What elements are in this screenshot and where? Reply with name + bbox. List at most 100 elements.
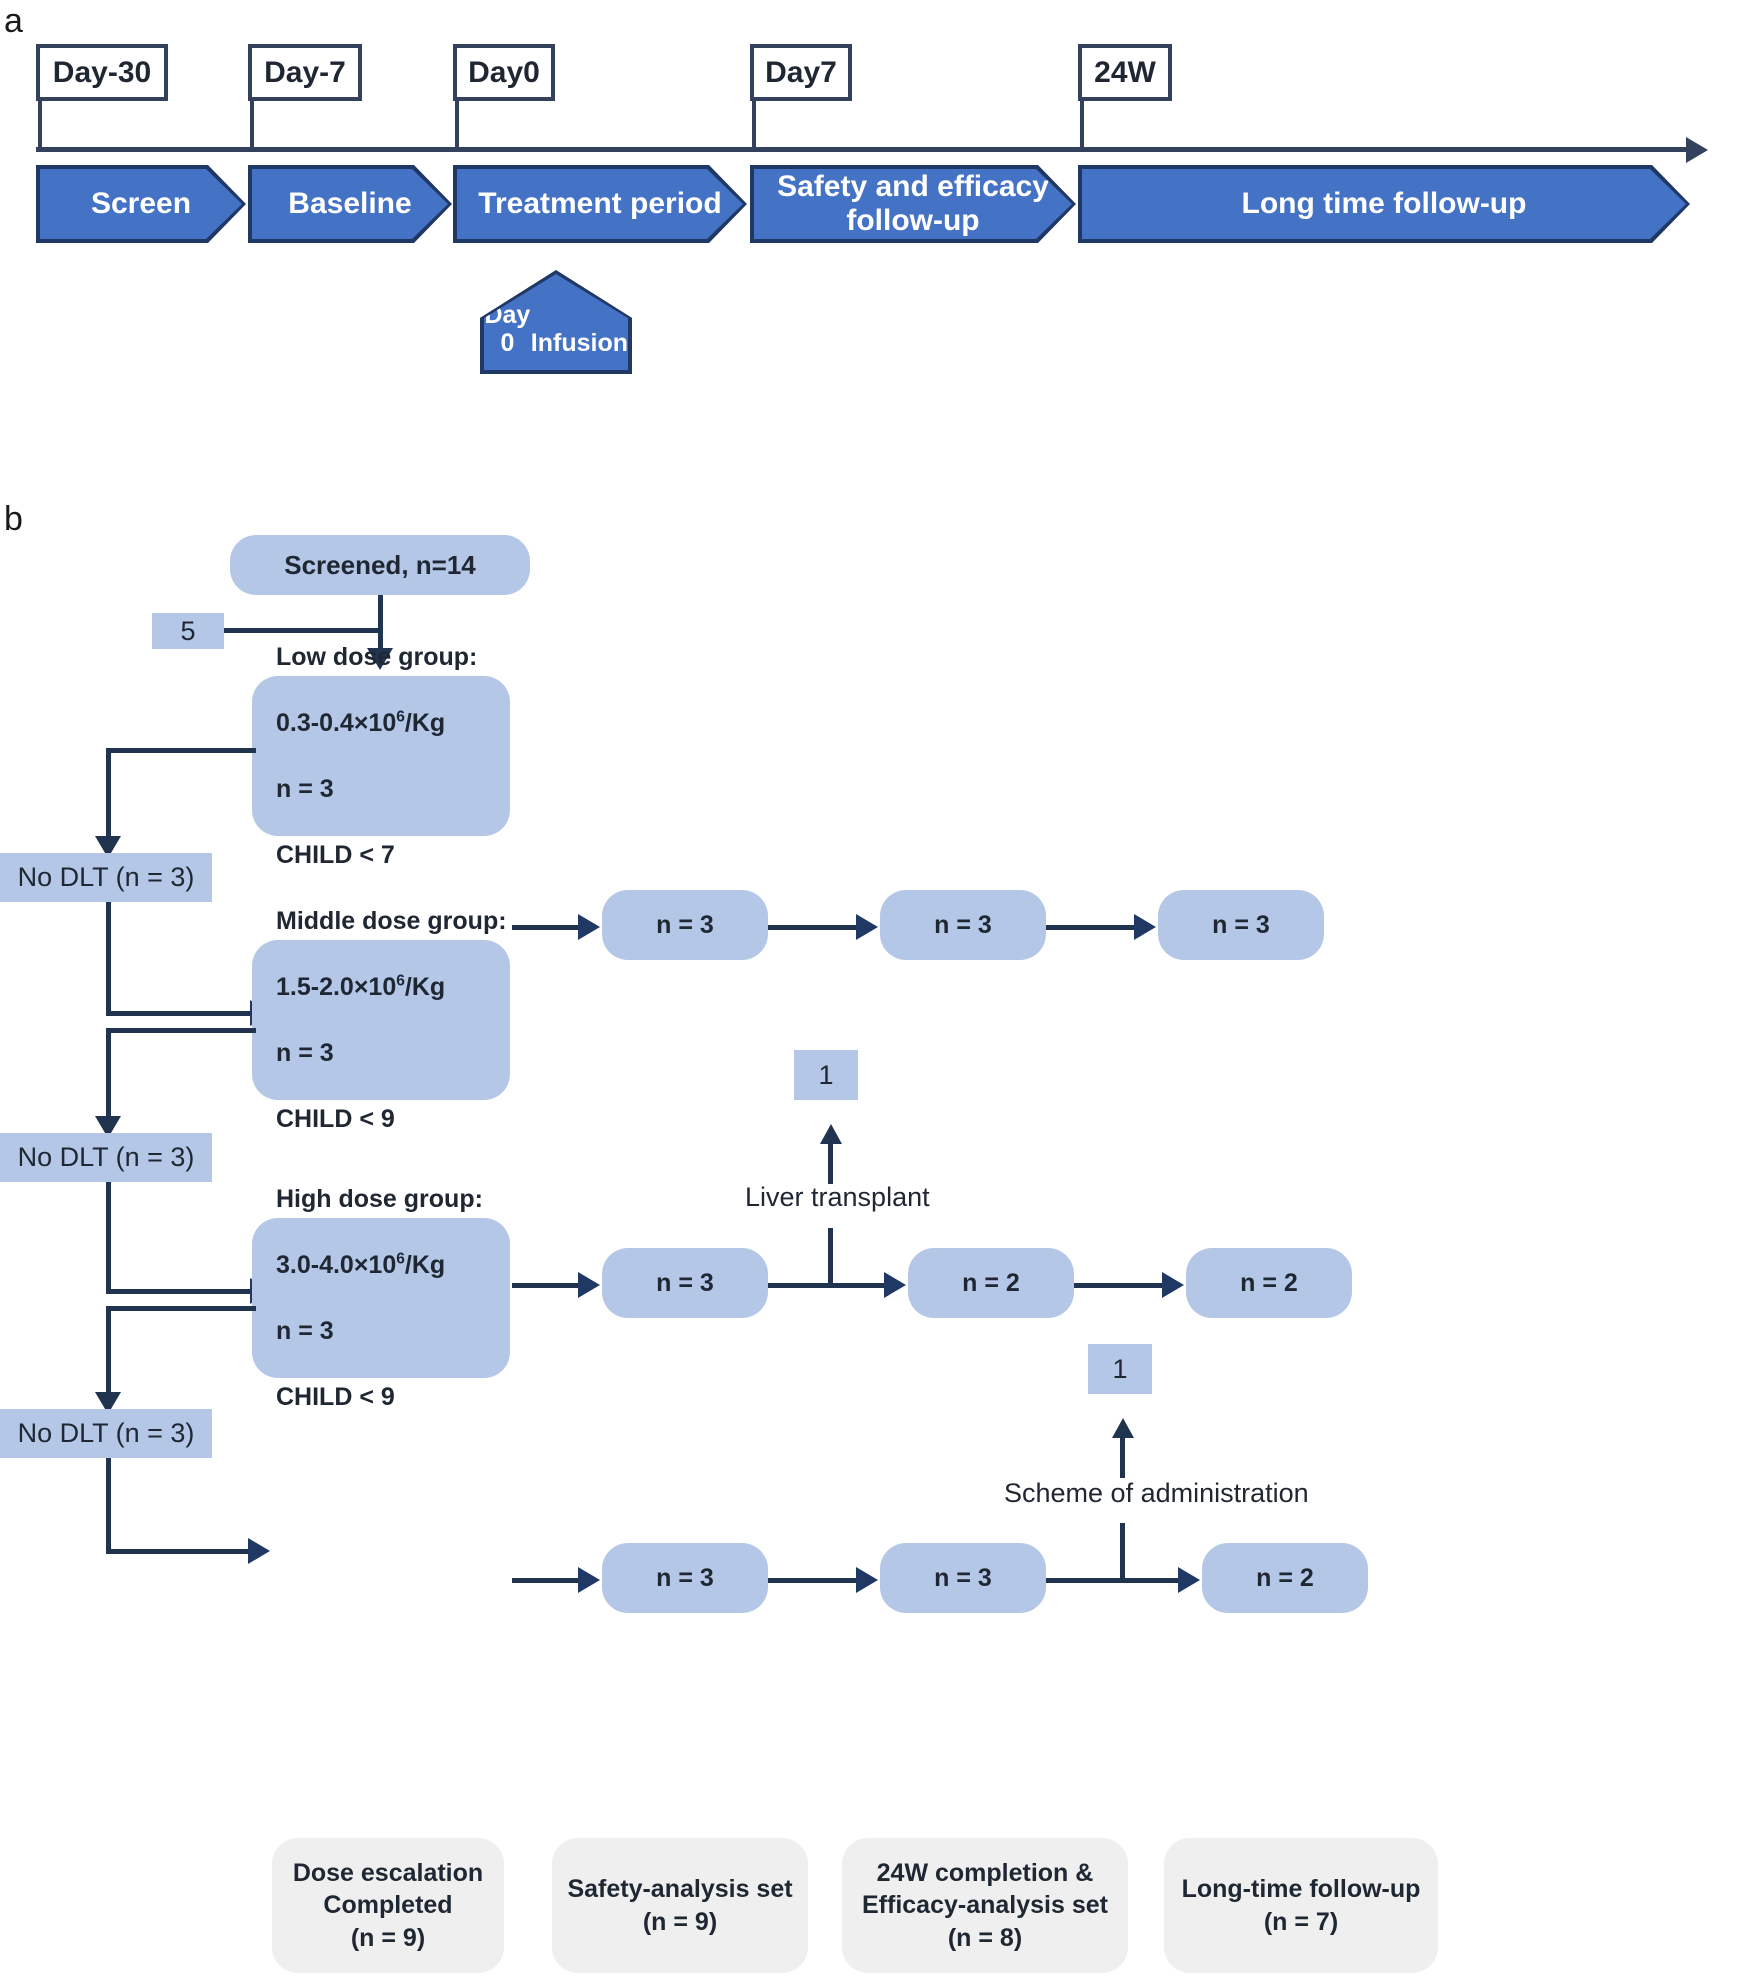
connector-high-f0-f1 xyxy=(768,1578,860,1583)
arrow-mid-f1-icon xyxy=(884,1272,906,1298)
node-outcome-dose-escalation[interactable]: Dose escalation Completed (n = 9) xyxy=(272,1838,504,1973)
day0-infusion-text: Day 0 xyxy=(484,300,531,358)
node-outcome-safety-set[interactable]: Safety-analysis set (n = 9) xyxy=(552,1838,808,1973)
node-high-followup-2[interactable]: n = 2 xyxy=(1202,1543,1368,1613)
node-liver-transplant-count[interactable]: 1 xyxy=(794,1050,858,1100)
connector-mid-left-elbow-v xyxy=(106,1028,111,1134)
connector-low-to-f0 xyxy=(512,925,580,930)
milestone-flag-1: Day-7 xyxy=(248,44,362,101)
connector-mid-left-elbow-h xyxy=(106,1028,256,1033)
group-high-dose: 3.0-4.0×106/Kg xyxy=(276,1250,446,1279)
node-outcome-long-time-followup[interactable]: Long-time follow-up (n = 7) xyxy=(1164,1838,1438,1973)
phase-chevron-longterm: Long time follow-up xyxy=(1078,165,1690,243)
node-middle-followup-0[interactable]: n = 3 xyxy=(602,1248,768,1318)
phase-label-safety: Safety and efficacy follow-up xyxy=(754,169,1072,239)
node-group-middle[interactable]: Middle dose group: 1.5-2.0×106/Kg n = 3 … xyxy=(252,907,510,1133)
node-low-followup-2[interactable]: n = 3 xyxy=(1158,890,1324,960)
group-middle-title: Middle dose group: xyxy=(276,906,507,935)
connector-high-left-elbow-h xyxy=(106,1306,256,1311)
outcome-label-1: Safety-analysis set (n = 9) xyxy=(567,1875,793,1936)
connector-nodlt1-down xyxy=(106,902,111,1016)
arrow-scheme-admin-icon xyxy=(1112,1418,1134,1438)
node-low-followup-1[interactable]: n = 3 xyxy=(880,890,1046,960)
milestone-stem-3 xyxy=(752,99,756,152)
arrow-high-f1-icon xyxy=(856,1567,878,1593)
timeline-axis-arrow-icon xyxy=(1686,137,1708,163)
node-group-low[interactable]: Low dose group: 0.3-0.4×106/Kg n = 3 CHI… xyxy=(252,643,510,869)
panel-label-a: a xyxy=(4,2,23,40)
group-middle-dose: 1.5-2.0×106/Kg xyxy=(276,972,446,1001)
arrow-high-f2-icon xyxy=(1178,1567,1200,1593)
node-middle-followup-1[interactable]: n = 2 xyxy=(908,1248,1074,1318)
arrow-mid-f0-icon xyxy=(578,1272,600,1298)
group-low-n: n = 3 xyxy=(276,774,334,803)
milestone-stem-2 xyxy=(455,99,459,152)
arrow-outcome-icon xyxy=(248,1538,270,1564)
phase-label-longterm: Long time follow-up xyxy=(1082,169,1686,239)
group-middle-n: n = 3 xyxy=(276,1038,334,1067)
connector-excluded xyxy=(200,628,381,633)
day0-infusion-text2: Infusion xyxy=(530,329,628,358)
milestone-stem-4 xyxy=(1080,99,1084,152)
arrow-mid-f2-icon xyxy=(1162,1272,1184,1298)
arrow-nodlt-1-icon xyxy=(95,836,121,858)
node-no-dlt-3[interactable]: No DLT (n = 3) xyxy=(0,1409,212,1458)
connector-high-left-elbow-v xyxy=(106,1306,111,1410)
connector-nodlt1-to-mid xyxy=(106,1011,256,1016)
node-high-followup-0[interactable]: n = 3 xyxy=(602,1543,768,1613)
node-excluded-count[interactable]: 5 xyxy=(152,613,224,649)
outcome-label-3: Long-time follow-up (n = 7) xyxy=(1181,1875,1421,1936)
phase-label-screen: Screen xyxy=(40,169,242,239)
outcome-label-0: Dose escalation Completed (n = 9) xyxy=(292,1858,484,1952)
node-screened[interactable]: Screened, n=14 xyxy=(230,535,530,595)
node-low-followup-0[interactable]: n = 3 xyxy=(602,890,768,960)
connector-nodlt2-to-high xyxy=(106,1289,256,1294)
node-middle-followup-2[interactable]: n = 2 xyxy=(1186,1248,1352,1318)
milestone-flag-3: Day7 xyxy=(750,44,852,101)
arrow-low-f2-icon xyxy=(1134,914,1156,940)
milestone-stem-0 xyxy=(38,99,42,152)
connector-scheme-admin-v xyxy=(1120,1523,1125,1581)
node-no-dlt-1[interactable]: No DLT (n = 3) xyxy=(0,853,212,902)
node-group-high[interactable]: High dose group: 3.0-4.0×106/Kg n = 3 CH… xyxy=(252,1185,510,1411)
phase-chevron-baseline: Baseline xyxy=(248,165,452,243)
arrow-screened-down-icon xyxy=(367,648,393,670)
arrow-liver-transplant-icon xyxy=(820,1124,842,1144)
node-high-followup-1[interactable]: n = 3 xyxy=(880,1543,1046,1613)
connector-liver-transplant-up xyxy=(828,1140,833,1184)
arrow-high-f0-icon xyxy=(578,1567,600,1593)
arrow-nodlt-3-icon xyxy=(95,1392,121,1414)
phase-chevron-treatment: Treatment period xyxy=(453,165,747,243)
milestone-flag-2: Day0 xyxy=(453,44,555,101)
phase-label-treatment: Treatment period xyxy=(457,169,743,239)
connector-nodlt3-to-outcome xyxy=(106,1549,254,1554)
node-no-dlt-2[interactable]: No DLT (n = 3) xyxy=(0,1133,212,1182)
group-high-title: High dose group: xyxy=(276,1184,483,1213)
timeline-axis xyxy=(36,147,1688,152)
phase-label-baseline: Baseline xyxy=(252,169,448,239)
node-outcome-24w-efficacy[interactable]: 24W completion & Efficacy-analysis set (… xyxy=(842,1838,1128,1973)
connector-low-left-elbow-v xyxy=(106,748,111,854)
milestone-stem-1 xyxy=(250,99,254,152)
milestone-flag-4: 24W xyxy=(1078,44,1172,101)
group-low-dose: 0.3-0.4×106/Kg xyxy=(276,708,446,737)
arrow-low-f0-icon xyxy=(578,914,600,940)
group-high-n: n = 3 xyxy=(276,1316,334,1345)
connector-high-to-f0 xyxy=(512,1578,580,1583)
annotation-scheme-admin: Scheme of administration xyxy=(1004,1478,1309,1508)
connector-low-f0-f1 xyxy=(768,925,860,930)
node-scheme-admin-count[interactable]: 1 xyxy=(1088,1344,1152,1394)
connector-scheme-admin-up xyxy=(1120,1434,1125,1478)
connector-mid-f1-f2 xyxy=(1074,1283,1166,1288)
connector-low-left-elbow-h xyxy=(106,748,256,753)
connector-low-f1-f2 xyxy=(1046,925,1138,930)
connector-high-f1-f2 xyxy=(1046,1578,1182,1583)
connector-nodlt2-down xyxy=(106,1182,111,1294)
phase-chevron-screen: Screen xyxy=(36,165,246,243)
group-low-title: Low dose group: xyxy=(276,642,478,671)
arrow-nodlt-2-icon xyxy=(95,1116,121,1138)
group-middle-child: CHILD < 9 xyxy=(276,1104,395,1133)
connector-nodlt3-down xyxy=(106,1458,111,1554)
